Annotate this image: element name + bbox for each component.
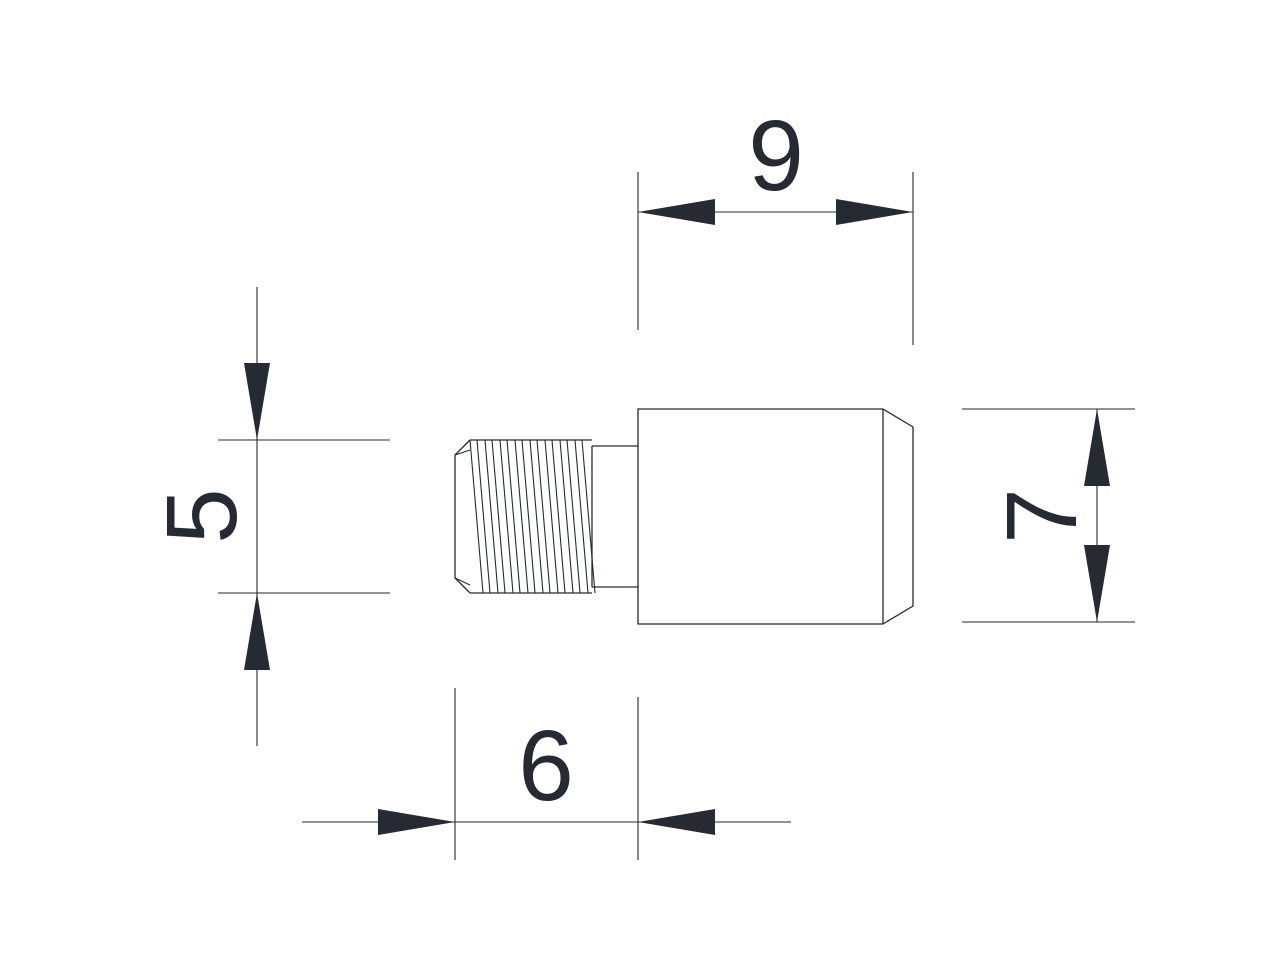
thread-crest-line xyxy=(581,439,596,594)
thread-crest-line xyxy=(469,439,484,594)
thread-crest-line xyxy=(506,439,521,594)
thread-crest-line xyxy=(476,439,491,594)
thread-crest-line xyxy=(491,439,506,594)
arrowhead-right xyxy=(836,199,913,225)
thread-crest-line xyxy=(499,439,514,594)
arrowhead-right xyxy=(638,809,715,835)
dimension-thread-length: 6 xyxy=(302,688,791,860)
thread-crest-line xyxy=(551,439,566,594)
thread-lines xyxy=(454,439,596,594)
thread-crest-line xyxy=(514,439,529,594)
thread-crest-line xyxy=(566,439,581,594)
part-outline xyxy=(454,408,914,625)
thread-crest-line xyxy=(484,439,499,594)
thread-crest-line xyxy=(521,439,536,594)
dimension-label-thread-length: 6 xyxy=(518,710,574,822)
dimension-head-diameter: 7 xyxy=(962,408,1135,623)
thread-crest-line xyxy=(529,439,544,594)
thread-crest-line xyxy=(574,439,589,594)
thread-entry-chamfer xyxy=(454,449,471,586)
thread-outline xyxy=(454,439,592,594)
dimension-thread-diameter: 5 xyxy=(146,287,390,746)
thread-neck xyxy=(591,445,638,588)
dimension-head-length: 9 xyxy=(637,100,914,345)
dimension-label-head-length: 9 xyxy=(748,100,804,212)
arrowhead-left xyxy=(638,199,715,225)
thread-crest-line xyxy=(544,439,559,594)
arrowhead-top xyxy=(1084,409,1110,486)
head-body xyxy=(637,408,914,625)
arrowhead-top xyxy=(244,363,270,440)
thread-crest-line xyxy=(536,439,551,594)
dimension-label-thread-diameter: 5 xyxy=(146,488,258,544)
arrowhead-left xyxy=(378,809,455,835)
dimension-label-head-diameter: 7 xyxy=(986,488,1098,544)
arrowhead-bottom xyxy=(1084,545,1110,622)
arrowhead-bottom xyxy=(244,593,270,670)
thread-crest-line xyxy=(559,439,574,594)
